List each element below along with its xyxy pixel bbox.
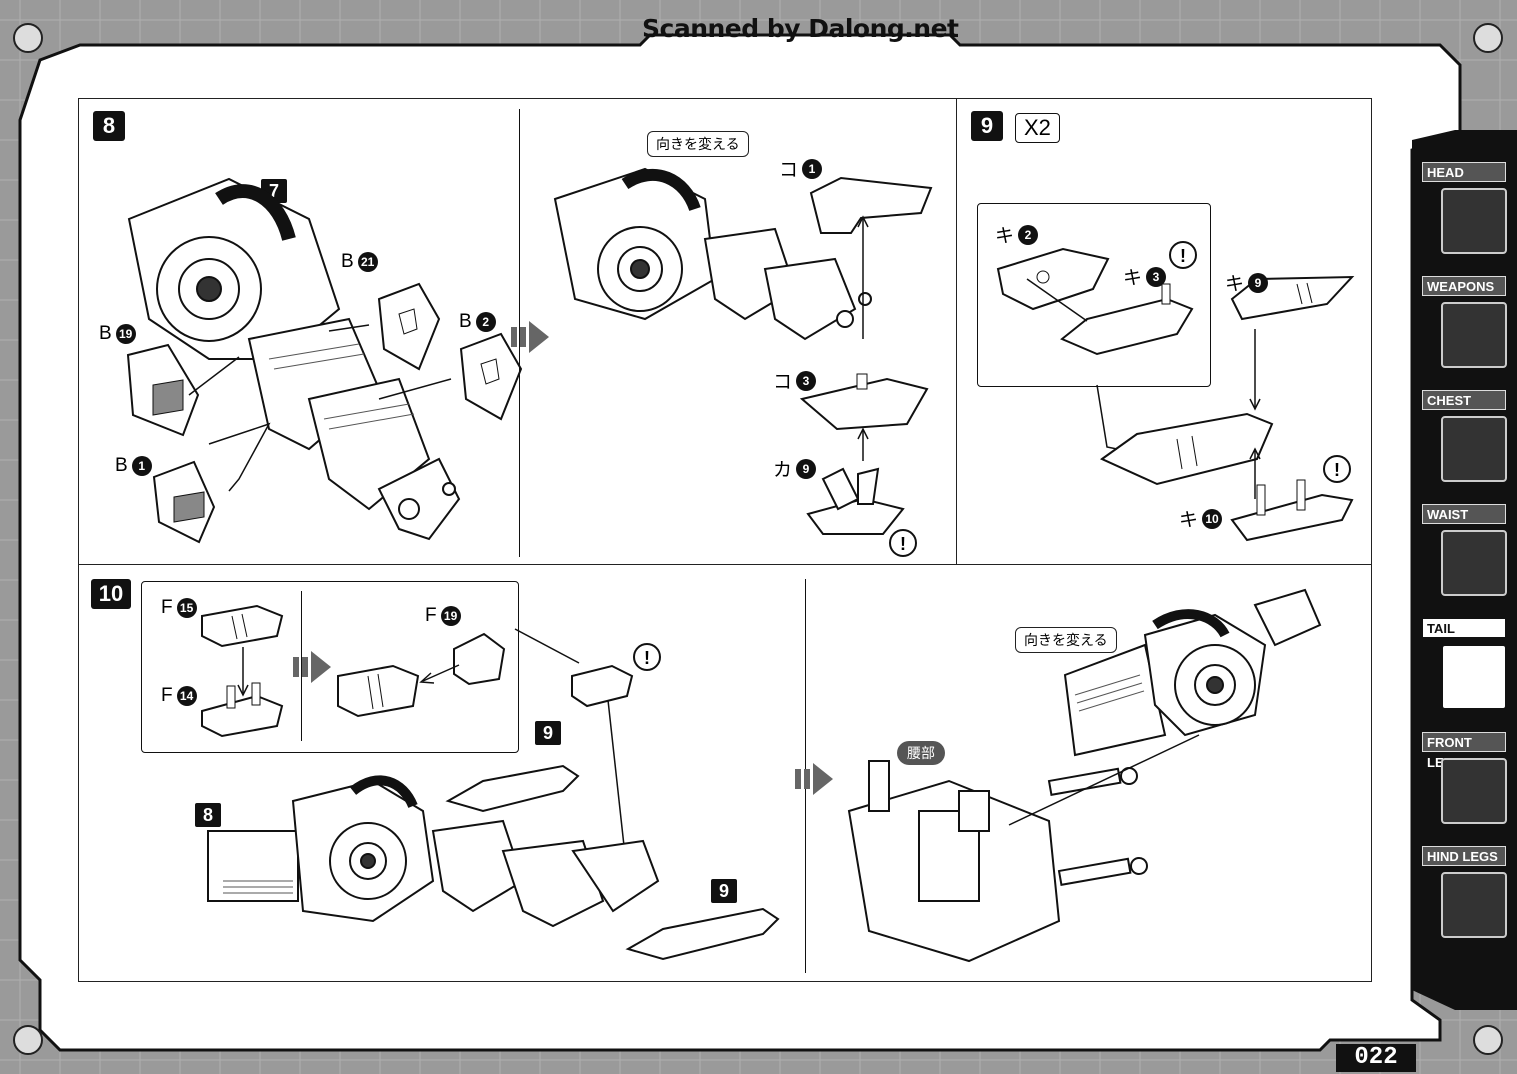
part-ka9-joint [806, 467, 905, 535]
assembly-lines-left [188, 324, 452, 492]
tab-front-legs-label: FRONT LEGS [1422, 732, 1506, 770]
waist-label: 腰部 [897, 741, 945, 765]
subassembly-9-ref-bottom: 9 [711, 879, 737, 903]
next-arrow-icon [293, 651, 331, 683]
step-10-number: 10 [91, 579, 131, 609]
part-ko3-cover [799, 373, 929, 431]
caution-icon: ! [889, 529, 917, 557]
next-arrow-icon [511, 321, 549, 353]
subassembly-9-ref-top: 9 [535, 721, 561, 745]
tail-assembly-illustration-right [553, 167, 872, 341]
quantity-multiplier: X2 [1015, 113, 1060, 143]
front-legs-thumbnail [1441, 758, 1507, 824]
part-ki10 [1230, 479, 1354, 542]
part-ko1-cover [809, 176, 933, 234]
step-8-number: 8 [93, 111, 125, 141]
part-B21-shield [377, 282, 441, 371]
part-ki3 [1060, 283, 1194, 356]
tab-waist-label: WAIST [1422, 504, 1506, 524]
part-9-bottom [625, 907, 780, 961]
tab-chest-label: CHEST [1422, 390, 1506, 410]
tail-assembly-rotated [1063, 588, 1322, 757]
head-thumbnail [1441, 188, 1507, 254]
orientation-change-label: 向きを変える [1015, 627, 1117, 653]
tail-full-assembly-left [207, 775, 660, 928]
tab-tail[interactable]: TAIL [1419, 618, 1509, 724]
caution-icon: ! [633, 643, 661, 671]
tab-hind-legs[interactable]: HIND LEGS [1419, 846, 1509, 952]
tab-tail-label: TAIL [1422, 618, 1506, 638]
part-F14 [201, 682, 284, 738]
tab-weapons[interactable]: WEAPONS [1419, 276, 1509, 382]
step-10-inset-assembled [337, 664, 420, 718]
part-F15 [201, 604, 284, 648]
step-9-number: 9 [971, 111, 1003, 141]
step-8-divider [519, 109, 520, 557]
step-8-panel: 8 7 [78, 98, 958, 566]
weapons-thumbnail [1441, 302, 1507, 368]
tab-chest[interactable]: CHEST [1419, 390, 1509, 496]
part-ki2 [996, 247, 1110, 311]
assembly-line-step10-right [1008, 734, 1200, 826]
tab-waist[interactable]: WAIST [1419, 504, 1509, 610]
part-9-top [445, 764, 580, 813]
part-B1-shield [152, 460, 216, 544]
step-10-small-part [571, 664, 634, 708]
part-B2-shield [459, 332, 523, 421]
scan-credit: Scanned by Dalong.net [642, 14, 959, 43]
hind-legs-thumbnail [1441, 872, 1507, 938]
caution-icon: ! [1169, 241, 1197, 269]
subassembly-8-ref: 8 [195, 803, 221, 827]
caution-icon: ! [1323, 455, 1351, 483]
subassembly-inset [977, 203, 1211, 387]
step-10-inset [141, 581, 519, 753]
tab-head-label: HEAD [1422, 162, 1506, 182]
tail-assembly-illustration-left [127, 177, 461, 541]
tab-head[interactable]: HEAD [1419, 162, 1509, 268]
step-10-inset-divider [301, 591, 302, 741]
orientation-change-label: 向きを変える [647, 131, 749, 157]
tab-weapons-label: WEAPONS [1422, 276, 1506, 296]
assembly-lines-right [857, 215, 869, 461]
tail-thumbnail [1441, 644, 1507, 710]
assembly-lines-step9 [1026, 278, 1261, 499]
tab-hind-legs-label: HIND LEGS [1422, 846, 1506, 866]
waist-assembly [847, 760, 1148, 963]
part-B19-shield [126, 343, 200, 437]
waist-thumbnail [1441, 530, 1507, 596]
step-10-inset-lines [237, 628, 631, 859]
chest-thumbnail [1441, 416, 1507, 482]
next-arrow-icon [795, 763, 833, 795]
tab-front-legs[interactable]: FRONT LEGS [1419, 732, 1509, 838]
part-F19 [453, 632, 506, 686]
step-9-assembled-part [1100, 412, 1274, 486]
page-number: 022 [1336, 1044, 1416, 1072]
